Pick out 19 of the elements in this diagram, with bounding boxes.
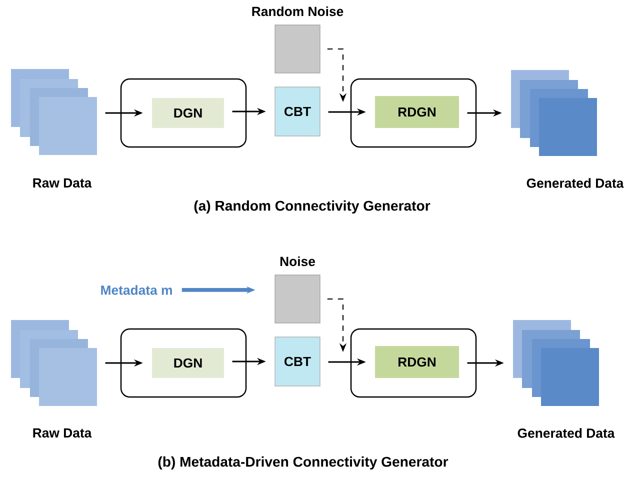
caption-text: Raw Data bbox=[33, 428, 92, 438]
module-box: DGN bbox=[152, 348, 224, 378]
module-box: RDGN bbox=[375, 346, 459, 378]
box-title: Random Noise bbox=[252, 6, 344, 16]
caption-text: Generated Data bbox=[518, 428, 615, 438]
container-box bbox=[350, 328, 477, 398]
module-box: CBT bbox=[274, 86, 320, 136]
container-box bbox=[350, 78, 477, 148]
figure-caption: (a) Random Connectivity Generator bbox=[194, 200, 430, 214]
container-box bbox=[120, 78, 247, 148]
container-box bbox=[120, 328, 247, 398]
module-box: RDGN bbox=[375, 96, 459, 128]
input-label: Metadata m bbox=[101, 285, 172, 295]
module-box: CBT bbox=[274, 336, 320, 386]
caption-text: Raw Data bbox=[33, 178, 92, 188]
figure-caption: (b) Metadata-Driven Connectivity Generator bbox=[158, 456, 448, 470]
module-box: DGN bbox=[152, 98, 224, 128]
caption-text: Generated Data bbox=[526, 178, 624, 188]
box-title: Noise bbox=[280, 256, 315, 266]
